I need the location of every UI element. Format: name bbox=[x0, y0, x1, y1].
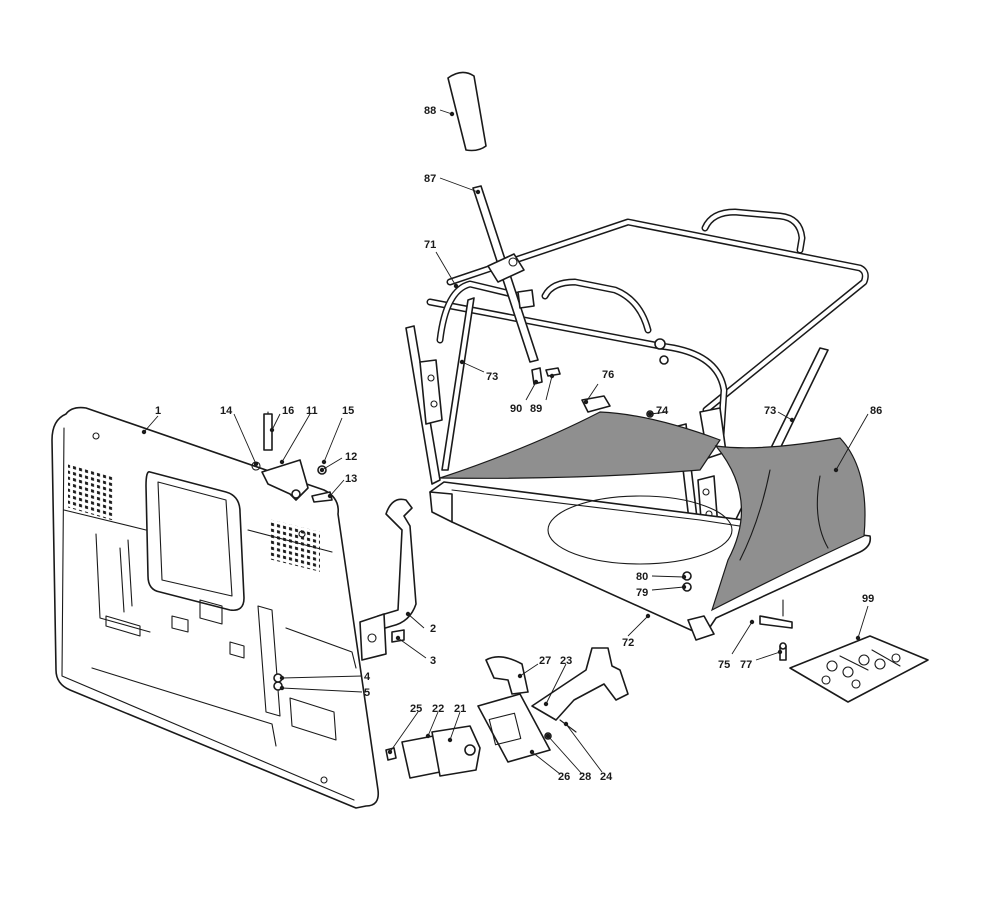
callout-25: 25 bbox=[410, 703, 422, 715]
callout-75: 75 bbox=[718, 659, 730, 671]
callout-72: 72 bbox=[622, 637, 634, 649]
callout-15: 15 bbox=[342, 405, 354, 417]
leader-lines bbox=[141, 109, 869, 775]
callout-23: 23 bbox=[560, 655, 572, 667]
callout-2: 2 bbox=[430, 623, 436, 635]
callout-99: 99 bbox=[862, 593, 874, 605]
callout-74: 74 bbox=[656, 405, 669, 417]
callout-4: 4 bbox=[364, 671, 371, 683]
callout-11: 11 bbox=[306, 405, 318, 417]
callout-88: 88 bbox=[424, 105, 436, 117]
callout-76: 76 bbox=[602, 369, 614, 381]
callout-79: 79 bbox=[636, 587, 648, 599]
lift-lever bbox=[447, 71, 669, 365]
callout-16: 16 bbox=[282, 405, 294, 417]
callout-87: 87 bbox=[424, 173, 436, 185]
callout-80: 80 bbox=[636, 571, 648, 583]
callout-90: 90 bbox=[510, 403, 522, 415]
callout-26: 26 bbox=[558, 771, 570, 783]
callout-13: 13 bbox=[345, 473, 357, 485]
callout-77: 77 bbox=[740, 659, 752, 671]
rear-plate bbox=[51, 406, 380, 809]
callout-73-right: 73 bbox=[764, 405, 776, 417]
grass-bag bbox=[439, 411, 866, 612]
lower-latch-assembly bbox=[385, 647, 629, 779]
callout-86: 86 bbox=[870, 405, 882, 417]
latch-assembly bbox=[251, 411, 333, 503]
callout-89: 89 bbox=[530, 403, 542, 415]
callout-21: 21 bbox=[454, 703, 466, 715]
mount-bracket bbox=[359, 498, 417, 661]
callout-24: 24 bbox=[600, 771, 613, 783]
hardware-bag bbox=[789, 635, 929, 703]
callout-71: 71 bbox=[424, 239, 436, 251]
callout-5: 5 bbox=[364, 687, 370, 699]
callout-28: 28 bbox=[579, 771, 591, 783]
callout-22: 22 bbox=[432, 703, 444, 715]
callout-14: 14 bbox=[220, 405, 233, 417]
callout-12: 12 bbox=[345, 451, 357, 463]
callout-3: 3 bbox=[430, 655, 436, 667]
callout-1: 1 bbox=[155, 405, 161, 417]
callout-27: 27 bbox=[539, 655, 551, 667]
callout-labels: 1 2 3 4 5 11 12 13 14 15 16 21 22 23 24 … bbox=[155, 105, 882, 783]
callout-73-left: 73 bbox=[486, 371, 498, 383]
